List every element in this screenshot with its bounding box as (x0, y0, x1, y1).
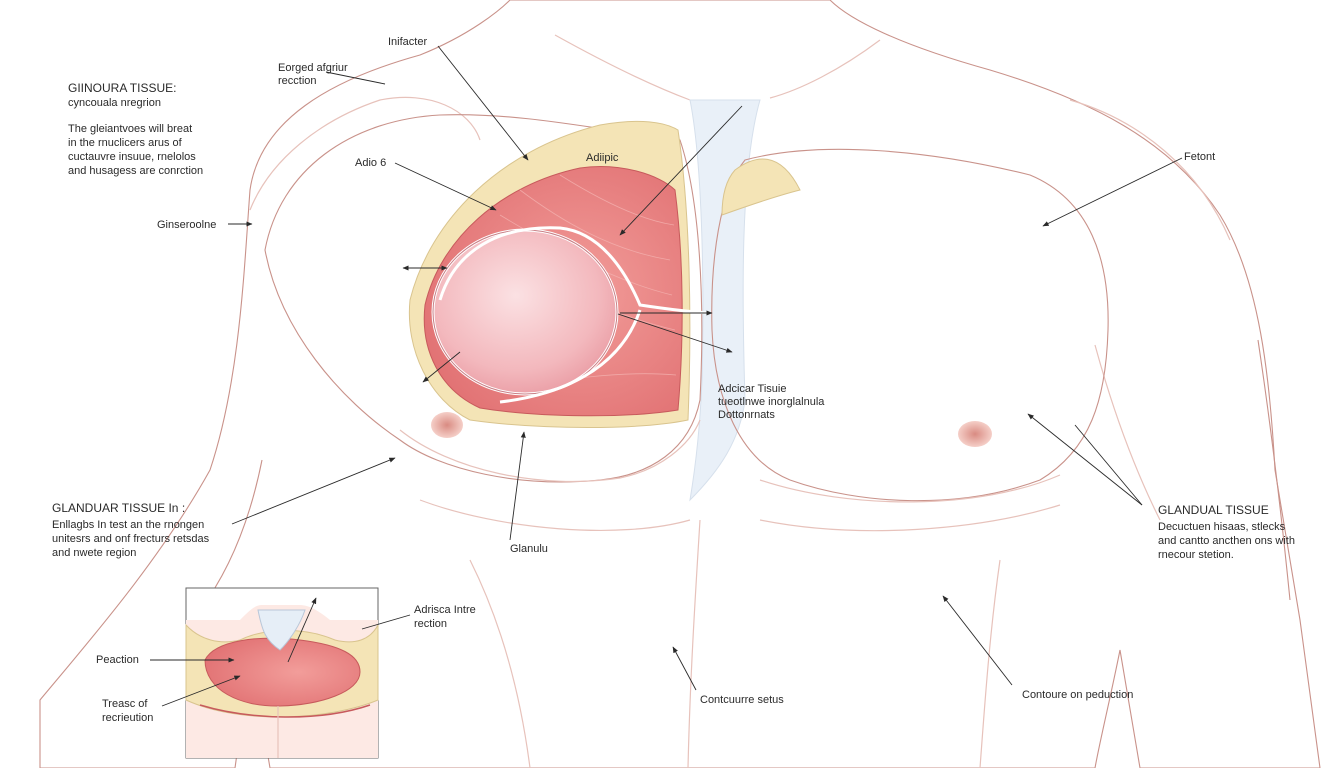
right-desc-3: rnecour stetion. (1158, 549, 1234, 561)
left-mid-desc-2: unitesrs and onf frecturs retsdas (52, 533, 210, 545)
inset-tissue-1: Treasc of (102, 698, 148, 710)
label-glandula: Glanulu (510, 543, 548, 555)
torso-silhouette (39, 0, 1321, 769)
inset-cross-section (185, 587, 379, 759)
label-adipose-tissue-2: tueotlnwe inorglalnula (718, 396, 825, 408)
label-adipose-tissue-3: Dottonrnats (718, 409, 775, 421)
left-top-title: GIINOURA TISSUE: (68, 81, 176, 95)
left-nipple (431, 412, 463, 438)
label-adipose-tissue-1: Adcicar Tisuie (718, 383, 786, 395)
left-mid-title: GLANDUAR TISSUE In : (52, 501, 185, 515)
inset-tissue-2: recrieution (102, 712, 153, 724)
label-fatfront: Fetont (1184, 151, 1215, 163)
labels: Inifacter Eorged afgriur recction Adio 6… (52, 36, 1295, 724)
right-chest (711, 148, 1109, 503)
glandular-tissue (431, 228, 619, 396)
inset-adipose-2: rection (414, 618, 447, 630)
left-top-desc-4: and husagess are conrction (68, 165, 203, 177)
inset-adipose-1: Adrisca Intre (414, 604, 476, 616)
label-contour-reduction: Contoure on peduction (1022, 689, 1133, 701)
label-contour-status: Contcuurre setus (700, 694, 784, 706)
annotation-lines (150, 45, 1183, 707)
right-desc-2: and cantto ancthen ons with (1158, 535, 1295, 547)
left-top-desc-2: in the rnuclicers arus of (68, 137, 183, 149)
label-gynecomastia: Ginseroolne (157, 219, 216, 231)
label-adipo: Adio 6 (355, 157, 386, 169)
sternum (689, 99, 761, 502)
left-top-subtitle: cyncouala nregrion (68, 97, 161, 109)
right-nipple (958, 421, 992, 447)
right-desc-1: Decuctuen hisaas, stlecks (1158, 521, 1286, 533)
left-chest (264, 114, 711, 483)
inset-reduction: Peaction (96, 654, 139, 666)
left-mid-desc-3: and nwete region (52, 547, 136, 559)
right-title: GLANDUAL TISSUE (1158, 503, 1269, 517)
left-top-desc-3: cuctauvre insuue, rnelolos (68, 151, 196, 163)
label-enlarged-1: Eorged afgriur (278, 62, 348, 74)
left-mid-desc-1: Enllagbs In test an the rnongen (52, 519, 204, 531)
left-top-desc-1: The gleiantvoes will breat (68, 123, 192, 135)
label-inflacter: Inifacter (388, 36, 427, 48)
abdomen (419, 499, 1061, 769)
torso (39, 0, 1321, 769)
label-adipose: Adiipic (586, 152, 619, 164)
label-enlarged-2: recction (278, 75, 317, 87)
